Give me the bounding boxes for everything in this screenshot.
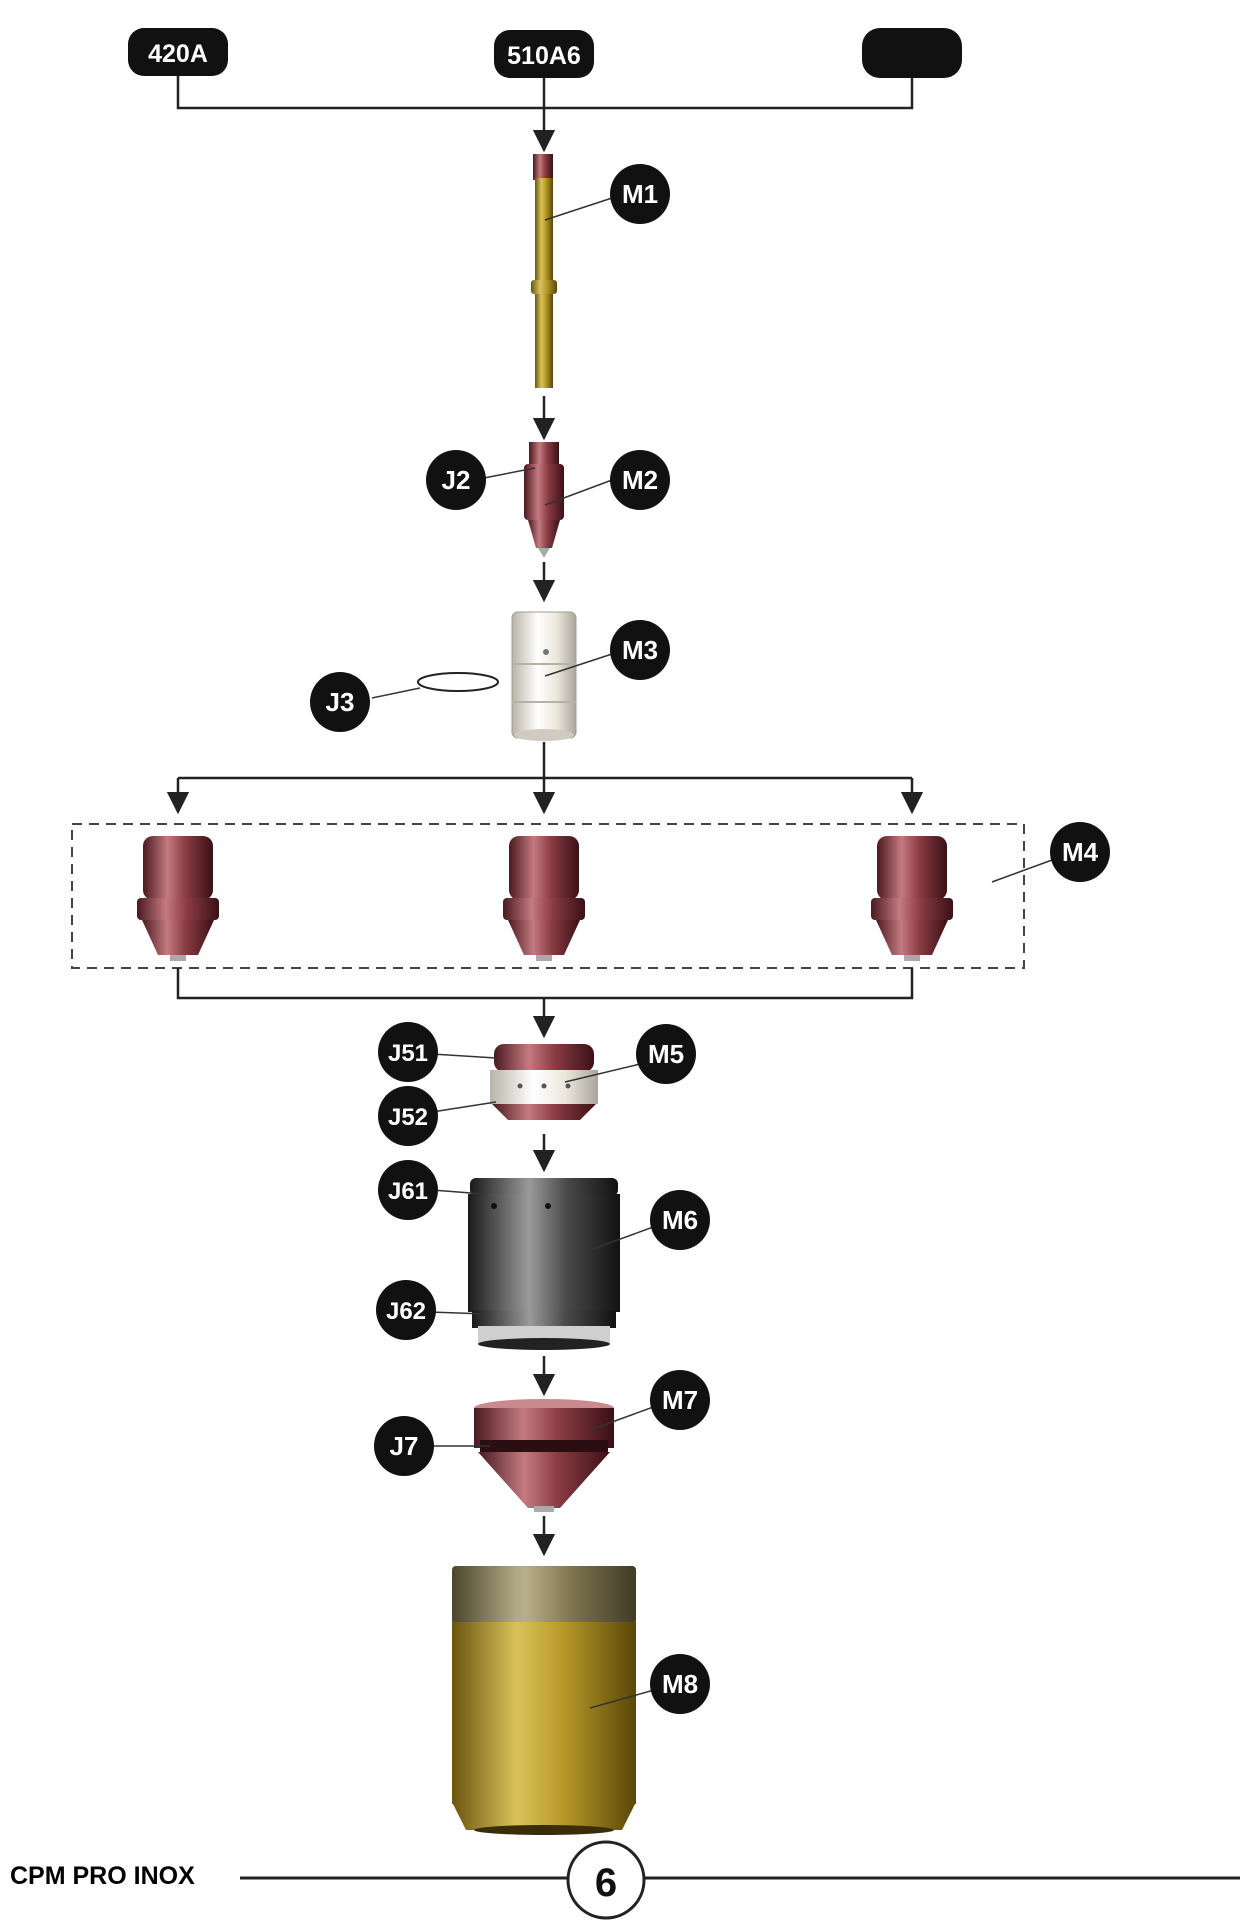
leader-j52 (431, 1101, 497, 1113)
leader-m1 (544, 197, 613, 221)
svg-text:M4: M4 (1062, 837, 1099, 867)
badge-m8: M8 (650, 1654, 710, 1714)
part-m5-retainer (490, 1044, 598, 1120)
badge-j52: J52 (378, 1086, 438, 1146)
svg-text:6: 6 (595, 1861, 617, 1905)
svg-text:J7: J7 (390, 1431, 419, 1461)
badge-j61: J61 (378, 1160, 438, 1220)
badge-j62: J62 (376, 1280, 436, 1340)
leader-j61 (431, 1189, 485, 1195)
merge-connector-m4 (176, 968, 914, 1039)
part-m2-electrode (524, 442, 564, 558)
m4-options-box (71, 823, 1025, 969)
badge-m2: M2 (610, 450, 670, 510)
leader-j51 (431, 1053, 497, 1059)
part-m6-body (468, 1178, 620, 1350)
badge-m6: M6 (650, 1190, 710, 1250)
leader-m2 (544, 479, 613, 506)
part-m4-nozzle-b (503, 836, 585, 961)
part-m7-shield-cap (474, 1399, 614, 1512)
svg-text:M6: M6 (662, 1205, 698, 1235)
badge-m5: M5 (636, 1024, 696, 1084)
footer-brand: CPM PRO INOX (10, 1862, 195, 1890)
leader-m3 (544, 653, 613, 677)
part-m1-electrode-holder (531, 154, 557, 388)
svg-text:J52: J52 (388, 1104, 428, 1131)
page-number-badge: 6 (566, 1840, 646, 1920)
leader-m5 (564, 1063, 641, 1083)
leader-m7 (589, 1405, 657, 1431)
badge-m7: M7 (650, 1370, 710, 1430)
part-m4-nozzle-a (137, 836, 219, 961)
part-m3-swirl-ring (511, 611, 577, 741)
torch-model-pill-510a6: 510A6 (494, 30, 594, 78)
svg-text:M5: M5 (648, 1039, 684, 1069)
badge-j3: J3 (310, 672, 370, 732)
part-j3-o-ring (417, 672, 499, 692)
svg-text:M2: M2 (622, 465, 658, 495)
svg-text:J51: J51 (388, 1040, 428, 1067)
split-connector-m4 (166, 742, 924, 815)
svg-text:420A: 420A (148, 40, 208, 68)
leader-j3 (371, 687, 421, 699)
badge-m4: M4 (1050, 822, 1110, 882)
torch-model-pill-420a: 420A (128, 28, 228, 76)
leader-m6 (589, 1225, 657, 1251)
part-m4-nozzle-c (871, 836, 953, 961)
svg-text:J3: J3 (326, 687, 355, 717)
svg-text:M1: M1 (622, 179, 658, 209)
badge-j51: J51 (378, 1022, 438, 1082)
badge-j2: J2 (426, 450, 486, 510)
top-connector-lines (176, 76, 914, 153)
svg-text:J61: J61 (388, 1178, 428, 1205)
badge-j7: J7 (374, 1416, 434, 1476)
svg-text:510A6: 510A6 (507, 42, 581, 70)
svg-text:J62: J62 (386, 1298, 426, 1325)
svg-text:M7: M7 (662, 1385, 698, 1415)
badge-m3: M3 (610, 620, 670, 680)
leader-m8 (589, 1689, 655, 1709)
leader-j2 (483, 467, 536, 479)
leader-j62 (429, 1311, 487, 1315)
part-m8-outer-cap (452, 1566, 636, 1835)
badge-m1: M1 (610, 164, 670, 224)
svg-text:M8: M8 (662, 1669, 698, 1699)
svg-text:J2: J2 (442, 465, 471, 495)
svg-text:M3: M3 (622, 635, 658, 665)
torch-model-pill-blank (862, 28, 962, 78)
leader-m4 (991, 859, 1053, 883)
